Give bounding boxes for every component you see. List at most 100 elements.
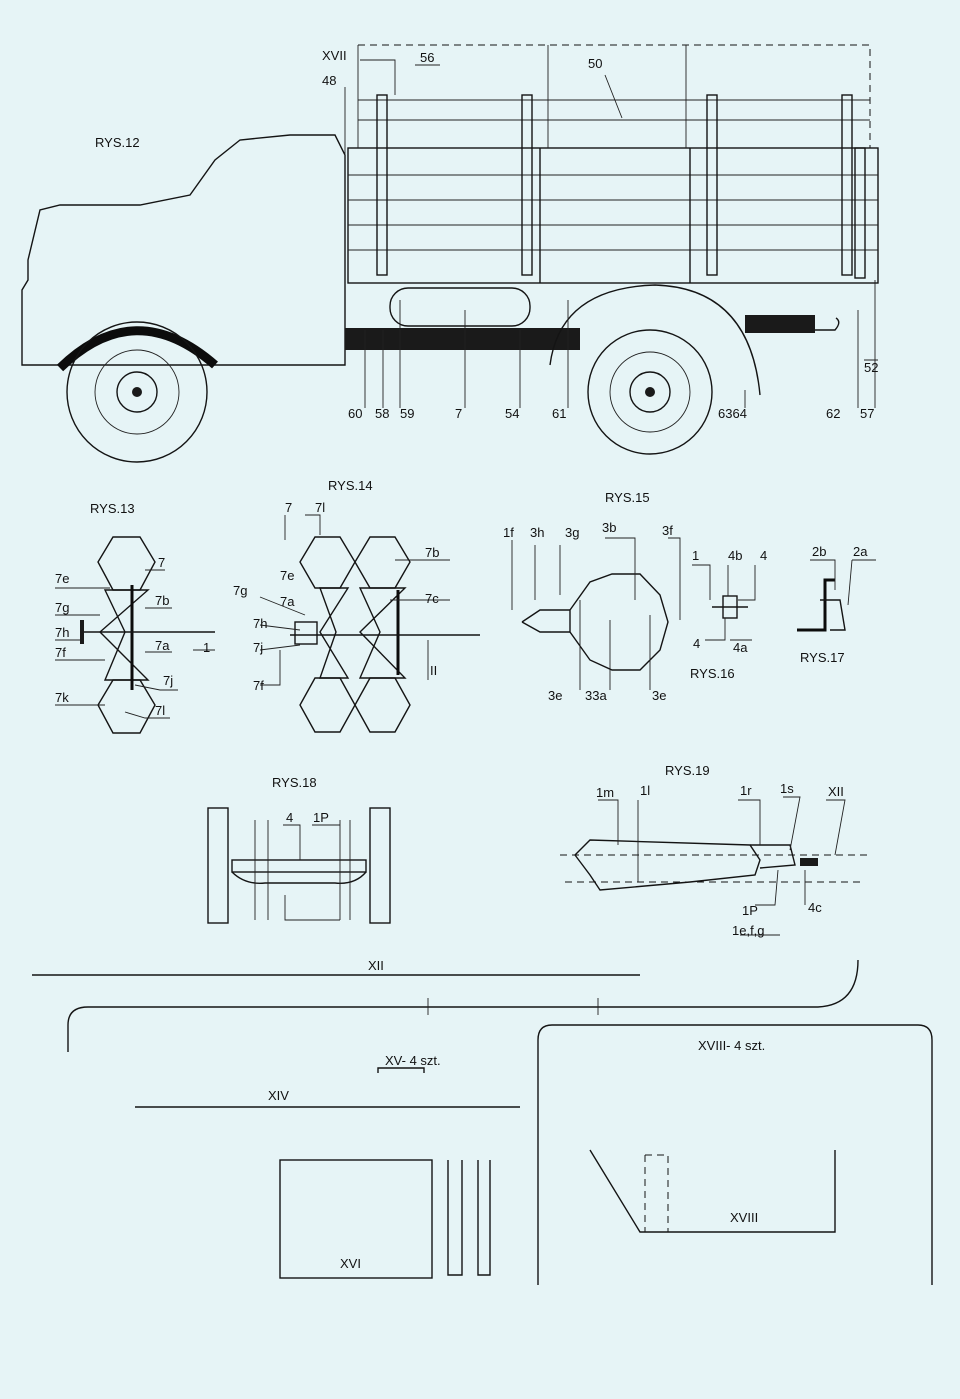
label-2a: 2a (853, 544, 868, 559)
rys13-hub (80, 620, 84, 644)
long-rail-outline (67, 959, 859, 1052)
label-ii: II (430, 663, 437, 678)
rys15-nose (521, 609, 570, 633)
label-4c: 4c (808, 900, 822, 915)
label-60: 60 (348, 406, 362, 421)
rys18-right-wheel (369, 807, 391, 924)
rys15-bomb-body (569, 573, 669, 671)
label-1r: 1r (740, 783, 752, 798)
label-xii: XII (828, 784, 844, 799)
label-7f: 7f (55, 645, 66, 660)
fuel-tank (389, 287, 531, 327)
label-7j: 7j (163, 673, 173, 688)
label-1s: 1s (780, 781, 794, 796)
rys13-wheel-body (98, 589, 150, 681)
label-3e-right: 3e (652, 688, 666, 703)
label-7b: 7b (155, 593, 169, 608)
rys16-leaders (692, 564, 756, 641)
rear-chassis (745, 315, 815, 333)
label-3g: 3g (565, 525, 579, 540)
label-1m: 1m (596, 785, 614, 800)
figure-rys15: RYS.15 1f 3h 3g 3b 3f 3e 33a 3e (503, 490, 681, 703)
cargo-planks (348, 174, 878, 251)
rys18-axle-beam (231, 859, 367, 873)
rys19-centerlines (560, 854, 870, 883)
label-3e-left: 3e (548, 688, 562, 703)
label-7l: 7l (155, 703, 165, 718)
label-4-bottom: 4 (693, 636, 700, 651)
rys19-tail (750, 844, 796, 869)
rear-wheel (587, 329, 713, 455)
rys15-leaders (511, 537, 681, 690)
figure-rys14: RYS.14 7 7l 7b 7e 7c 7g 7a 7h 7j 7f II (233, 478, 480, 733)
rear-wheel-tyre (609, 351, 691, 433)
part-xviii-fold (644, 1154, 669, 1232)
label-54: 54 (505, 406, 519, 421)
rys14-tyre-bottom-left (299, 677, 356, 733)
label-48: 48 (322, 73, 336, 88)
label-3b: 3b (602, 520, 616, 535)
label-7h: 7h (253, 616, 267, 631)
label-3h: 3h (530, 525, 544, 540)
label-7g: 7g (55, 600, 69, 615)
rys17-leaders (810, 559, 876, 606)
figure-rys12: RYS.12 (21, 44, 879, 463)
label-7g: 7g (233, 583, 247, 598)
label-7f: 7f (253, 678, 264, 693)
front-hub-bolt (132, 387, 142, 397)
part-xvi-panel (279, 1159, 433, 1279)
caption-rys16: RYS.16 (690, 666, 735, 681)
figure-rys13: RYS.13 7 7e 7b 7g 7h 7a 7f 1 7j 7k 7l (55, 501, 215, 734)
label-56: 56 (420, 50, 434, 65)
part-xvi: XVI (279, 1159, 491, 1279)
label-1: 1 (203, 640, 210, 655)
caption-rys15: RYS.15 (605, 490, 650, 505)
label-62: 62 (826, 406, 840, 421)
rys17-profile-b (820, 599, 846, 631)
figure-rys17: RYS.17 2b 2a (797, 544, 876, 665)
truck-cab-outline (21, 134, 346, 366)
part-xviii-bracket (589, 1149, 836, 1233)
part-xv: XV- 4 szt. (377, 1053, 441, 1073)
caption-rys17: RYS.17 (800, 650, 845, 665)
label-7: 7 (285, 500, 292, 515)
long-rail-marks (427, 998, 599, 1015)
part-xviii: XVIII- 4 szt. XVIII (537, 1024, 933, 1285)
rys13-leaders (55, 569, 215, 719)
part-xvi-strips (447, 1160, 491, 1276)
label-1p: 1P (313, 810, 329, 825)
label-xvii: XVII (322, 48, 347, 63)
figure-rys18: RYS.18 4 1P (207, 775, 391, 924)
rys14-wheel-body-left (319, 587, 350, 679)
label-7l: 7l (315, 500, 325, 515)
rys18-leaders (254, 820, 351, 921)
label-7c: 7c (425, 591, 439, 606)
rys14-tyre-bottom-right (354, 677, 411, 733)
tow-hook (815, 317, 840, 331)
rys18-axle-sag (231, 871, 367, 884)
cargo-box (347, 147, 879, 284)
part-xiv: XIV (135, 1088, 520, 1108)
label-4-top: 4 (760, 548, 767, 563)
caption-rys12: RYS.12 (95, 135, 140, 150)
cargo-panel-dividers (539, 148, 691, 283)
caption-rys13: RYS.13 (90, 501, 135, 516)
label-59: 59 (400, 406, 414, 421)
caption-rys19: RYS.19 (665, 763, 710, 778)
rys14-leaders (259, 514, 450, 686)
part-xviii-label: XVIII (730, 1210, 758, 1225)
caption-rys14: RYS.14 (328, 478, 373, 493)
part-xv-label: XV- 4 szt. (385, 1053, 441, 1068)
label-1f: 1f (503, 525, 514, 540)
tarp-outline (358, 44, 871, 148)
label-4: 4 (286, 810, 293, 825)
rys19-leaders (598, 796, 846, 936)
part-xiv-label: XIV (268, 1088, 289, 1103)
label-1efg: 1e,f,g (732, 923, 765, 938)
rys17-profile-a (797, 578, 835, 632)
rys12-leaders-top (344, 59, 623, 155)
chassis-frame (345, 328, 580, 350)
label-61: 61 (552, 406, 566, 421)
label-7k: 7k (55, 690, 69, 705)
